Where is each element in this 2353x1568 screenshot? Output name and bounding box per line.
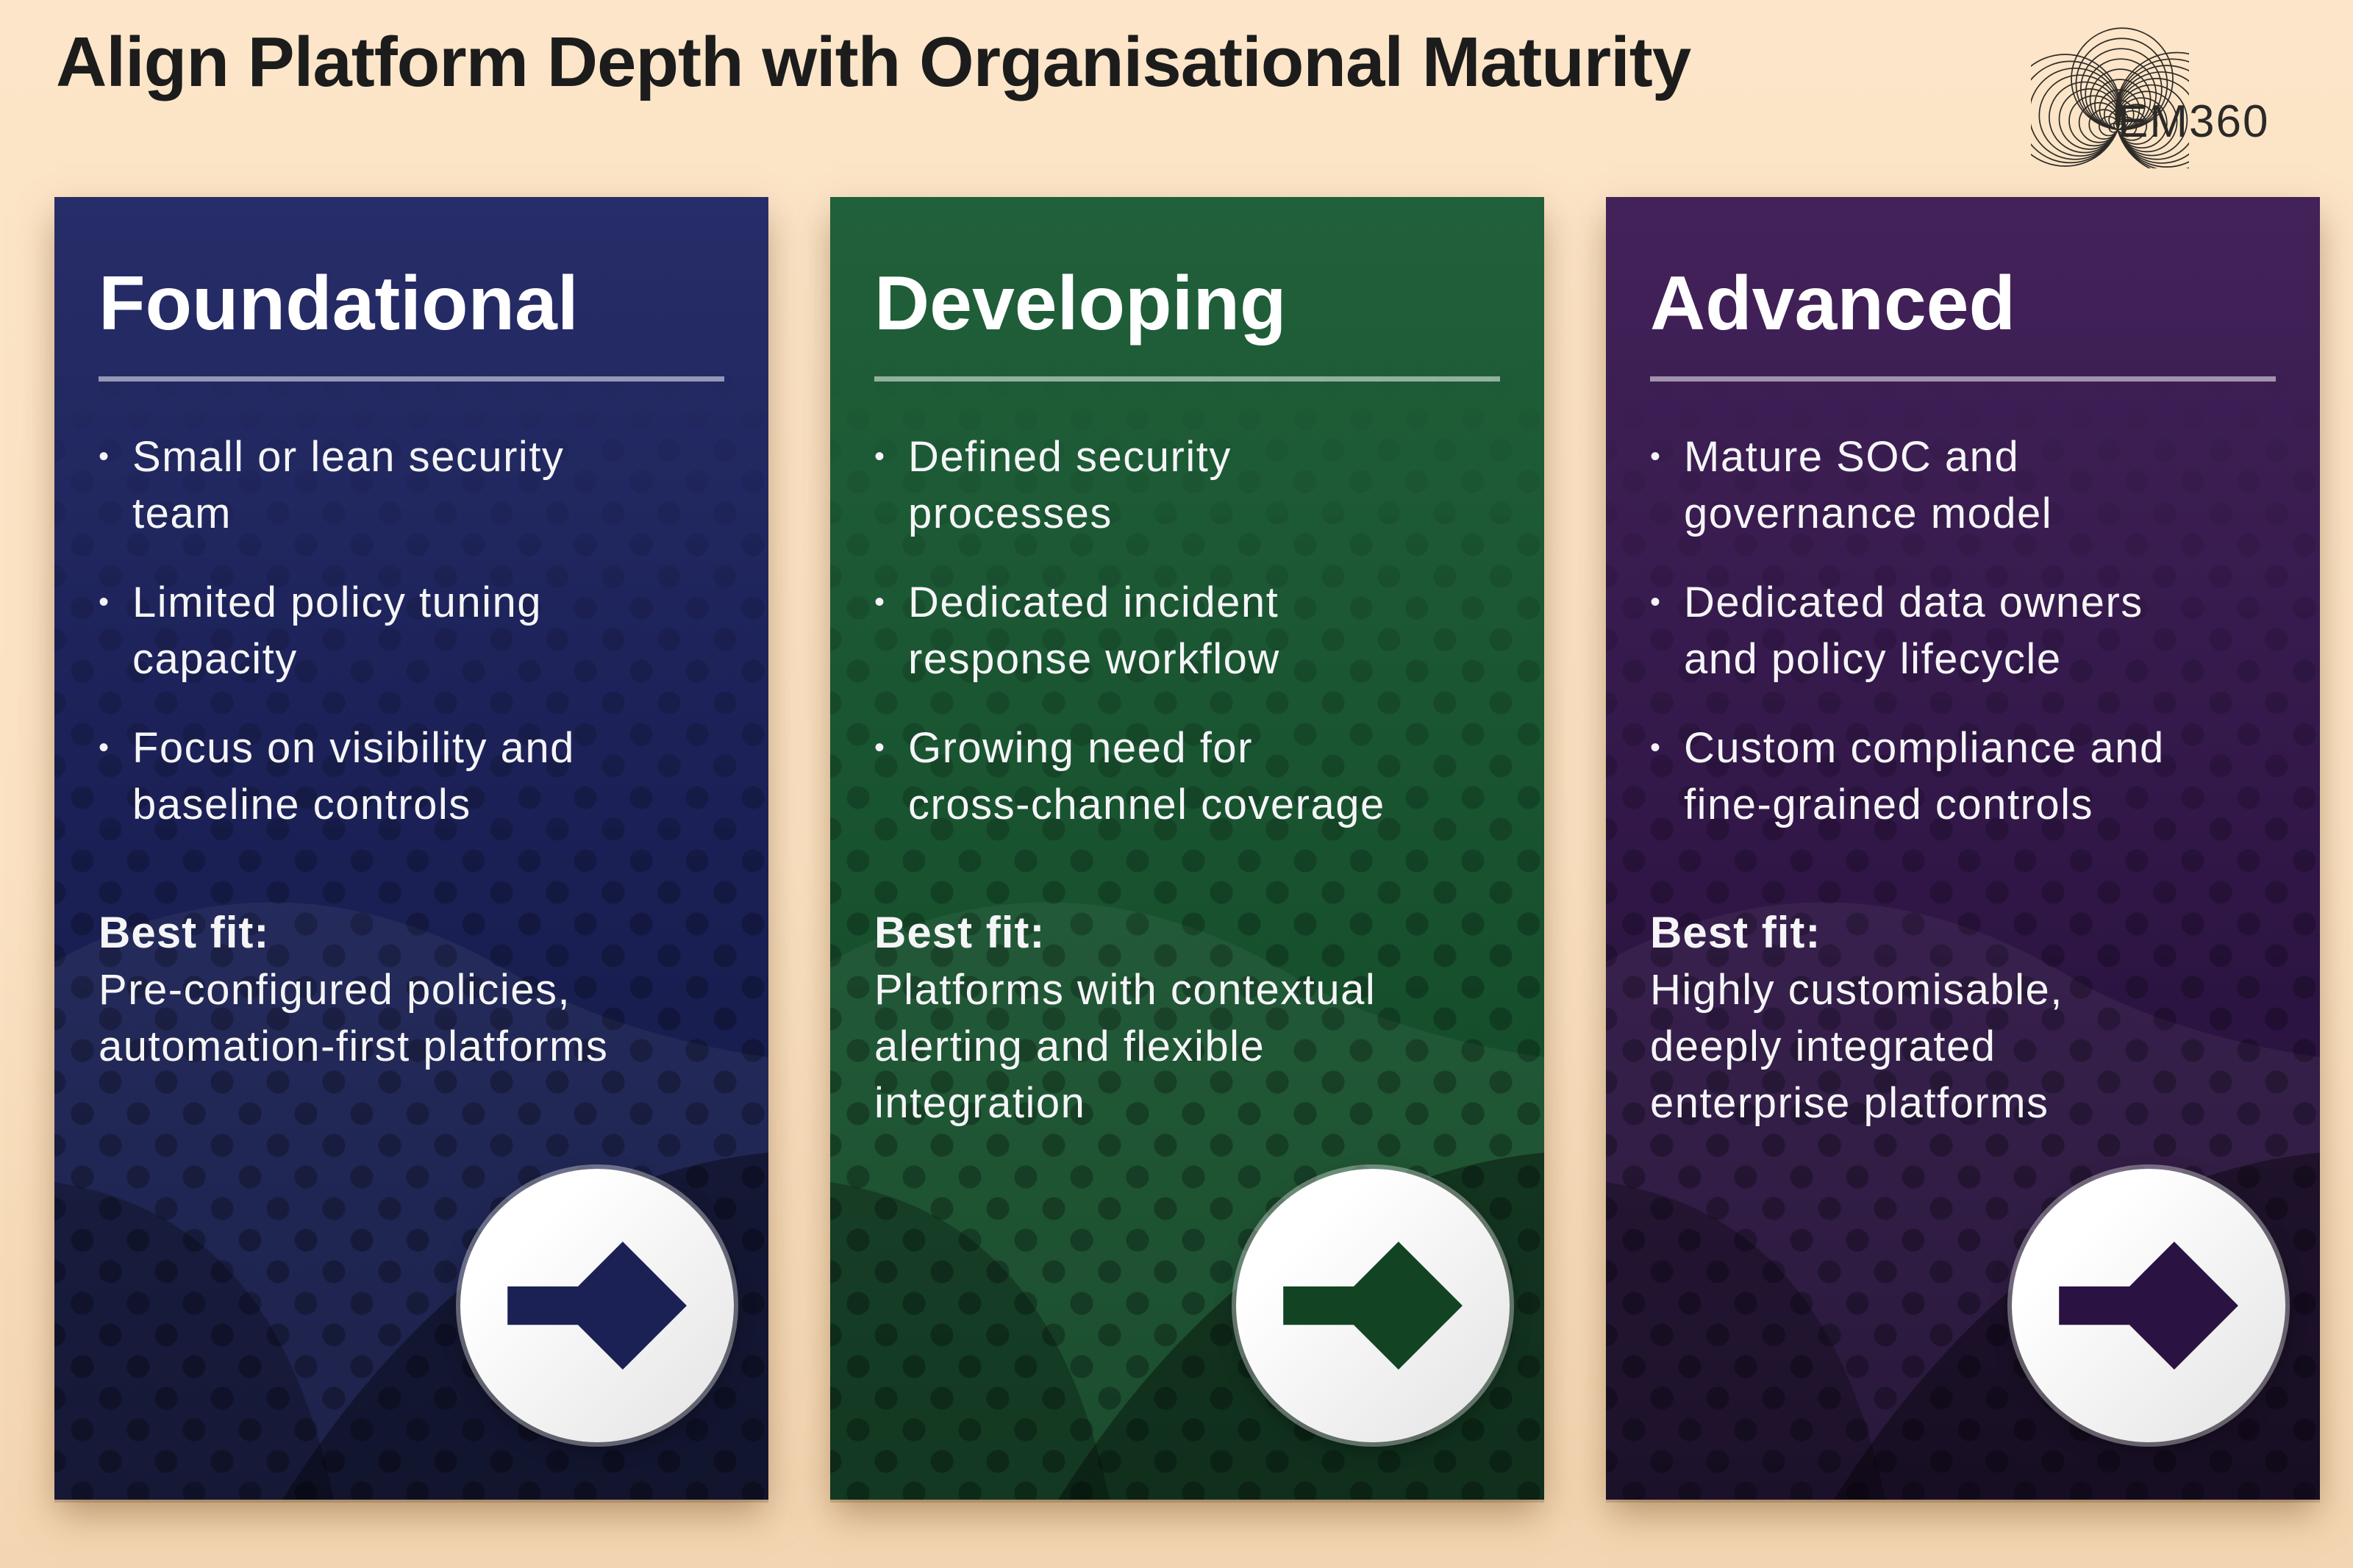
arrow-right-icon [507,1241,687,1370]
bullet-dot: • [874,731,885,765]
card-content: Foundational • Small or lean security tea… [54,197,768,1075]
bullet-text: Dedicated incident response workflow [908,579,1280,684]
card-content: Developing • Defined security processes •… [830,197,1544,1131]
maturity-cards-row: Foundational • Small or lean security tea… [54,197,2320,1500]
bullet-item: • Limited policy tuning capacity [99,574,724,687]
bullet-item: • Dedicated data owners and policy lifecy… [1650,574,2276,687]
bullet-dot: • [99,440,110,473]
card-advanced: Advanced • Mature SOC and governance mode… [1606,197,2320,1500]
bullet-list: • Defined security processes • Dedicated i… [874,429,1500,833]
best-fit-text: Platforms with contextual alerting and f… [874,966,1377,1128]
best-fit-section: Best fit: Highly customisable, deeply in… [1650,903,2276,1131]
bullet-item: • Custom compliance and fine-grained cont… [1650,720,2276,833]
bullet-dot: • [1650,731,1661,765]
bullet-text: Defined security processes [908,433,1232,538]
card-foundational: Foundational • Small or lean security tea… [54,197,768,1500]
page-title: Align Platform Depth with Organisational… [56,23,1691,101]
card-title: Foundational [99,261,579,346]
best-fit-text: Highly customisable, deeply integrated e… [1650,966,2063,1128]
bullet-text: Small or lean security team [132,433,565,538]
card-title: Advanced [1650,261,2016,346]
bullet-item: • Growing need for cross-channel coverage [874,720,1500,833]
bullet-text: Limited policy tuning capacity [132,579,543,684]
bullet-dot: • [874,586,885,619]
bullet-text: Mature SOC and governance model [1684,433,2053,538]
next-arrow-button[interactable] [460,1169,734,1442]
arrow-right-icon [2059,1241,2238,1370]
bullet-dot: • [1650,440,1661,473]
best-fit-label: Best fit: [1650,908,1821,958]
bullet-item: • Focus on visibility and baseline contro… [99,720,724,833]
arrow-right-icon [1283,1241,1463,1370]
logo-text: EM360 [2118,96,2270,147]
bullet-text: Growing need for cross-channel coverage [908,724,1385,829]
bullet-text: Dedicated data owners and policy lifecyc… [1684,579,2143,684]
best-fit-section: Best fit: Platforms with contextual aler… [874,903,1500,1131]
best-fit-label: Best fit: [874,908,1046,958]
bullet-item: • Small or lean security team [99,429,724,542]
logo-spiral-icon [2031,27,2189,168]
bullet-list: • Mature SOC and governance model • Dedica… [1650,429,2276,833]
card-developing: Developing • Defined security processes •… [830,197,1544,1500]
bullet-item: • Defined security processes [874,429,1500,542]
bullet-item: • Dedicated incident response workflow [874,574,1500,687]
bullet-dot: • [874,440,885,473]
bullet-dot: • [99,731,110,765]
next-arrow-button[interactable] [1236,1169,1510,1442]
card-title: Developing [874,261,1287,346]
bullet-list: • Small or lean security team • Limited po… [99,429,724,833]
next-arrow-button[interactable] [2012,1169,2285,1442]
bullet-text: Custom compliance and fine-grained contr… [1684,724,2165,829]
bullet-dot: • [1650,586,1661,619]
card-content: Advanced • Mature SOC and governance mode… [1606,197,2320,1131]
best-fit-section: Best fit: Pre-configured policies, autom… [99,903,724,1075]
em360-logo: EM360 [2031,10,2347,183]
bullet-text: Focus on visibility and baseline control… [132,724,575,829]
card-divider [99,376,724,382]
best-fit-label: Best fit: [99,908,270,958]
card-divider [1650,376,2276,382]
card-divider [874,376,1500,382]
best-fit-text: Pre-configured policies, automation-firs… [99,966,609,1071]
bullet-dot: • [99,586,110,619]
bullet-item: • Mature SOC and governance model [1650,429,2276,542]
